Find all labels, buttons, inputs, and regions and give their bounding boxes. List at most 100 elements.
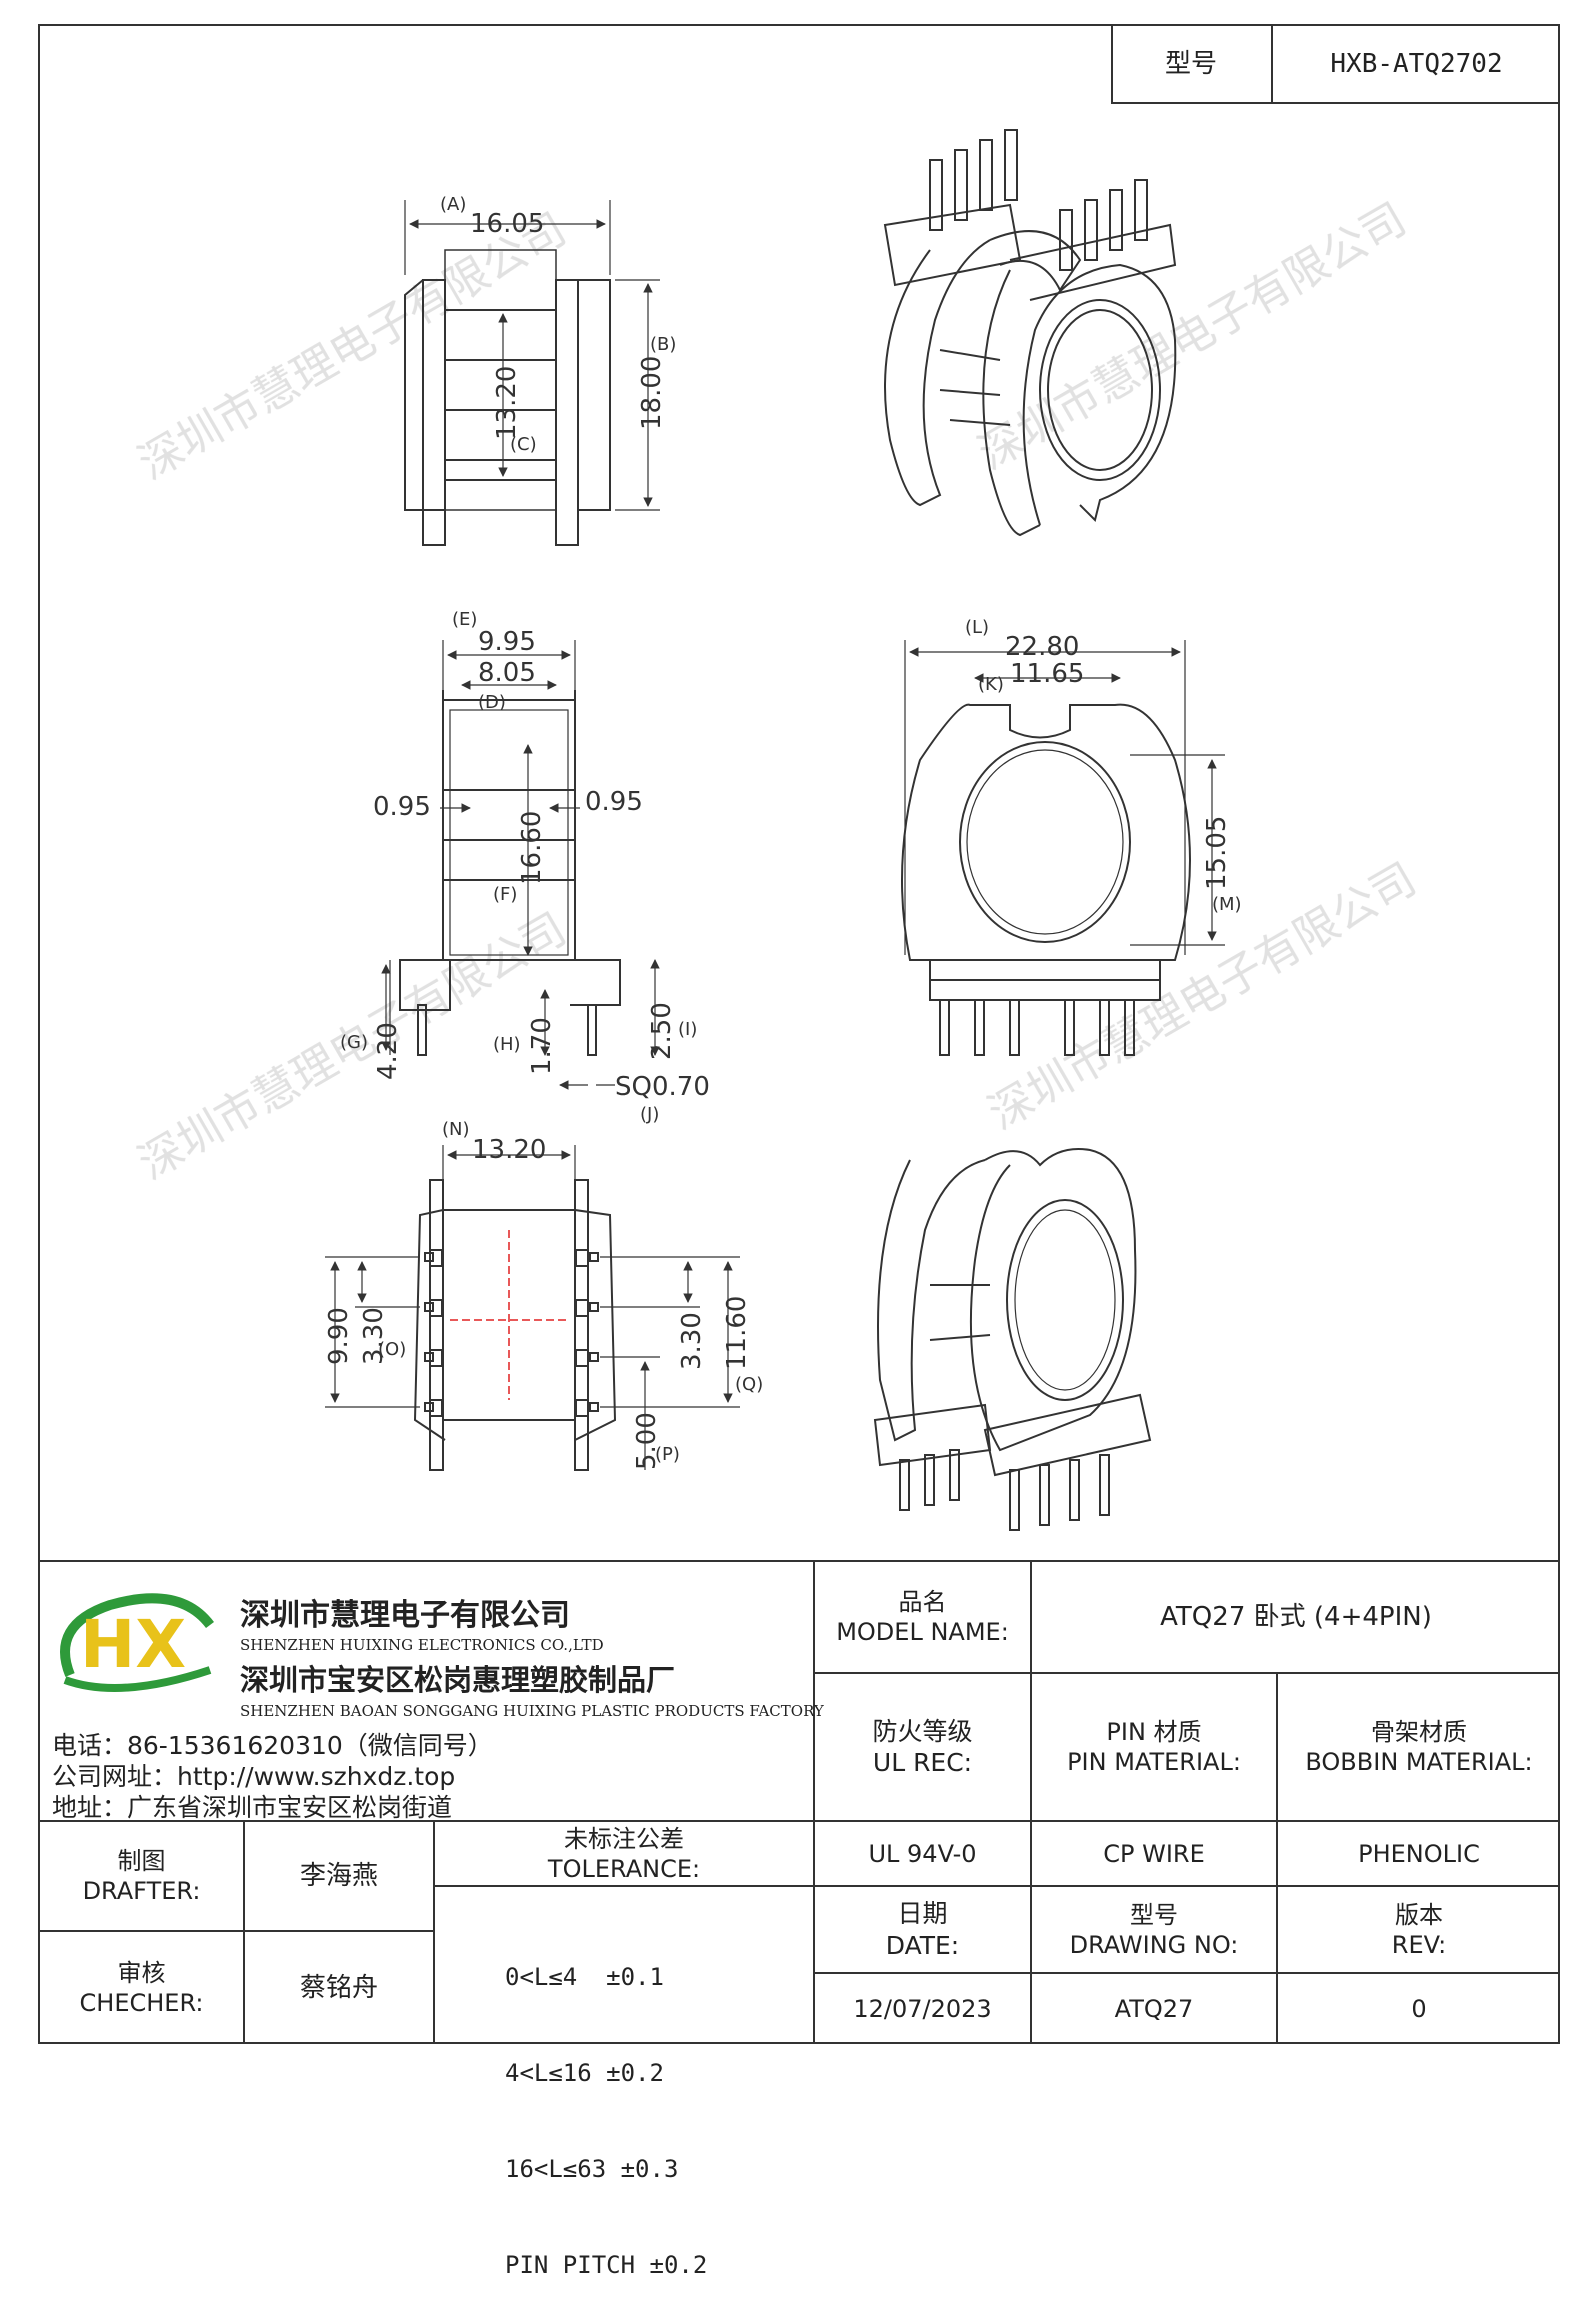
company-website: 公司网址：http://www.szhxdz.top bbox=[52, 1762, 456, 1791]
checker-cn: 审核 bbox=[117, 1959, 166, 1987]
tb-vline-left-2 bbox=[433, 1820, 435, 2044]
company-name-cn: 深圳市慧理电子有限公司 bbox=[240, 1598, 570, 1633]
bobbin-material-cn: 骨架材质 bbox=[1371, 1718, 1467, 1746]
checker-value: 蔡铭舟 bbox=[299, 1972, 378, 2003]
dim-k-label: (K) bbox=[978, 674, 1004, 695]
dim-a-value: 16.05 bbox=[470, 209, 544, 239]
tb-hline-1 bbox=[813, 1672, 1560, 1674]
dim-095-left: 0.95 bbox=[373, 792, 431, 822]
tb-vline-3 bbox=[813, 1820, 815, 2044]
drafter-label: 制图 DRAFTER: bbox=[40, 1822, 243, 1930]
dim-o-value: 9.90 bbox=[324, 1307, 354, 1365]
dim-d-label: (D) bbox=[478, 692, 506, 713]
dim-a-label: (A) bbox=[440, 194, 466, 215]
dim-h-label: (H) bbox=[493, 1034, 521, 1055]
checker-en: CHECHER: bbox=[79, 1989, 204, 2017]
dim-q-value: 11.60 bbox=[722, 1296, 752, 1370]
top-model-box bbox=[1111, 24, 1560, 104]
top-model-value: HXB-ATQ2702 bbox=[1330, 48, 1503, 79]
view-front bbox=[399, 690, 621, 1056]
technical-drawing: 深圳市慧理电子有限公司 深圳市慧理电子有限公司 深圳市慧理电子有限公司 深圳市慧… bbox=[130, 129, 1425, 1531]
dim-n-value: 13.20 bbox=[472, 1135, 546, 1165]
tb-hline-2 bbox=[38, 1820, 1560, 1822]
dim-k-value: 11.65 bbox=[1010, 659, 1084, 689]
drawing-frame bbox=[38, 24, 1560, 2044]
dim-i-label: (I) bbox=[678, 1019, 697, 1040]
dim-p-value: 5.00 bbox=[632, 1412, 662, 1470]
logo-letters: HX bbox=[80, 1606, 186, 1683]
pin-material-value: CP WIRE bbox=[1103, 1839, 1205, 1868]
dim-c-label: (C) bbox=[510, 434, 537, 455]
dim-j-value: SQ0.70 bbox=[615, 1072, 710, 1102]
date-value: 12/07/2023 bbox=[853, 1995, 992, 2023]
ul-rec-en: UL REC: bbox=[872, 1748, 973, 1777]
drawing-no-value: ATQ27 bbox=[1114, 1995, 1194, 2023]
rev-en: REV: bbox=[1391, 1930, 1447, 1959]
dim-m-label: (M) bbox=[1212, 894, 1242, 915]
tolerance-cn: 未标注公差 bbox=[564, 1824, 684, 1853]
company-name-en: SHENZHEN HUIXING ELECTRONICS CO.,LTD bbox=[240, 1636, 604, 1654]
pin-material-label: PIN 材质 PIN MATERIAL: bbox=[1032, 1674, 1276, 1820]
tolerance-row: 0<L≤4 ±0.1 bbox=[505, 1963, 664, 1991]
date-label: 日期 DATE: bbox=[815, 1887, 1030, 1972]
tb-hline-4 bbox=[813, 1972, 1560, 1974]
rev-cn: 版本 bbox=[1395, 1900, 1443, 1929]
top-model-label: 型号 bbox=[1164, 48, 1217, 79]
tolerance-en: TOLERANCE: bbox=[547, 1854, 701, 1883]
tolerance-label: 未标注公差 TOLERANCE: bbox=[435, 1822, 813, 1885]
dim-b-value: 18.00 bbox=[637, 356, 667, 430]
rev-label: 版本 REV: bbox=[1278, 1887, 1560, 1972]
drawing-no-cn: 型号 bbox=[1130, 1900, 1178, 1929]
bobbin-material-label: 骨架材质 BOBBIN MATERIAL: bbox=[1278, 1674, 1560, 1820]
dim-j-label: (J) bbox=[640, 1104, 659, 1125]
model-name-value: ATQ27 卧式 (4+4PIN) bbox=[1160, 1601, 1432, 1632]
view-end bbox=[901, 703, 1191, 1056]
title-block-border bbox=[38, 1560, 1560, 1562]
model-name-en: MODEL NAME: bbox=[836, 1618, 1009, 1646]
factory-name-en: SHENZHEN BAOAN SONGGANG HUIXING PLASTIC … bbox=[240, 1702, 824, 1720]
dim-l-label: (L) bbox=[965, 617, 989, 638]
dim-e-value: 9.95 bbox=[478, 627, 536, 657]
drafter-en: DRAFTER: bbox=[82, 1877, 201, 1905]
model-name-label: 品名 MODEL NAME: bbox=[815, 1562, 1030, 1672]
view-side-top bbox=[404, 249, 611, 546]
dim-m-value: 15.05 bbox=[1202, 816, 1232, 890]
view-bottom bbox=[413, 1179, 617, 1471]
rev-value: 0 bbox=[1411, 1995, 1427, 2023]
watermark-4: 深圳市慧理电子有限公司 bbox=[980, 853, 1425, 1139]
tolerance-row: 4<L≤16 ±0.2 bbox=[505, 2059, 664, 2087]
tb-hline-left-1 bbox=[38, 1930, 433, 1932]
tb-hline-left-2 bbox=[433, 1885, 813, 1887]
dim-e-label: (E) bbox=[452, 609, 477, 630]
dim-h-value: 1.70 bbox=[527, 1017, 557, 1075]
dim-g-label: (G) bbox=[340, 1032, 368, 1053]
drafter-cn: 制图 bbox=[117, 1847, 166, 1875]
dim-i-value: 2.50 bbox=[647, 1002, 677, 1060]
watermark-1: 深圳市慧理电子有限公司 bbox=[130, 203, 575, 489]
tb-vline-left-1 bbox=[243, 1820, 245, 2044]
company-logo: HX bbox=[60, 1593, 214, 1692]
dim-r-value: 3.30 bbox=[677, 1312, 707, 1370]
drawing-no-en: DRAWING NO: bbox=[1069, 1930, 1239, 1959]
drafter-value: 李海燕 bbox=[299, 1860, 378, 1891]
factory-name-cn: 深圳市宝安区松岗惠理塑胶制品厂 bbox=[240, 1663, 676, 1697]
top-model-divider bbox=[1271, 24, 1273, 104]
company-phone: 电话：86-15361620310（微信同号） bbox=[52, 1731, 493, 1760]
tb-vline-2 bbox=[1276, 1672, 1278, 2044]
pin-material-en: PIN MATERIAL: bbox=[1067, 1748, 1241, 1776]
dim-o-label: (O) bbox=[378, 1339, 406, 1360]
tolerance-row: 16<L≤63 ±0.3 bbox=[505, 2155, 679, 2183]
dim-b-label: (B) bbox=[650, 334, 676, 355]
ul-rec-label: 防火等级 UL REC: bbox=[815, 1674, 1030, 1820]
dim-c-value: 13.20 bbox=[492, 366, 522, 440]
tb-vline-1 bbox=[1030, 1560, 1032, 2044]
date-en: DATE: bbox=[885, 1930, 960, 1960]
model-name-cn: 品名 bbox=[898, 1588, 947, 1616]
tolerance-row: PIN PITCH ±0.2 bbox=[505, 2251, 708, 2279]
dim-o2-value: 3.30 bbox=[359, 1307, 389, 1365]
tb-vline-company bbox=[813, 1560, 815, 1820]
dim-f-value: 16.60 bbox=[517, 811, 547, 885]
drawing-no-label: 型号 DRAWING NO: bbox=[1032, 1887, 1276, 1972]
dim-q-label: (Q) bbox=[735, 1374, 763, 1395]
bobbin-material-en: BOBBIN MATERIAL: bbox=[1305, 1748, 1533, 1776]
